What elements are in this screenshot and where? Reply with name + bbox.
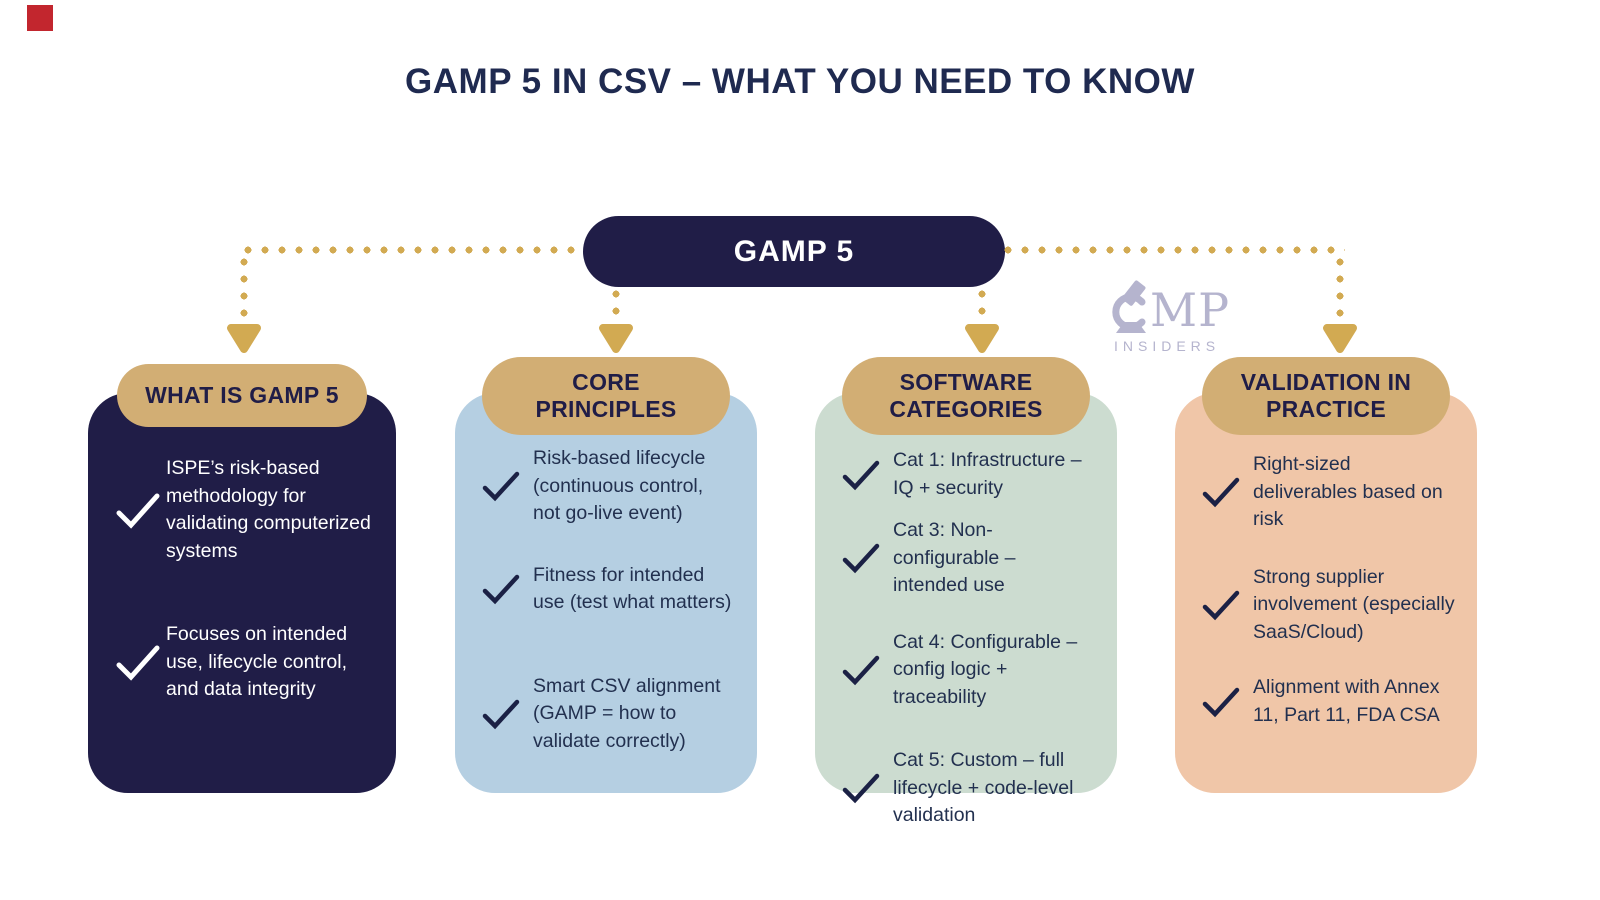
checkmark-icon <box>114 642 166 682</box>
dotted-connector-mid-left-vertical <box>612 290 620 320</box>
card-core-principles: CORE PRINCIPLES Risk-based lifecycle (co… <box>455 357 757 793</box>
dotted-connector-right-vertical <box>1336 258 1344 318</box>
card-software-categories: SOFTWARE CATEGORIES Cat 1: Infrastructur… <box>815 357 1117 826</box>
page-title: GAMP 5 IN CSV – WHAT YOU NEED TO KNOW <box>405 62 1195 101</box>
checkmark-icon <box>114 490 166 530</box>
list-item-text: Right-sized deliverables based on risk <box>1253 453 1443 530</box>
arrow-down-icon <box>1323 324 1357 353</box>
list-item-text: Strong supplier involvement (especially … <box>1253 565 1455 643</box>
list-item: Cat 5: Custom – full lifecycle + code-le… <box>841 747 1095 830</box>
checkmark-icon <box>481 697 533 731</box>
checkmark-icon <box>841 771 893 805</box>
list-item-text: Fitness for intended use (test what matt… <box>533 563 732 614</box>
dotted-connector-mid-right-vertical <box>978 290 986 320</box>
list-item-text: Alignment with Annex 11, Part 11, FDA CS… <box>1253 676 1440 726</box>
card-header-validation-in-practice: VALIDATION IN PRACTICE <box>1202 357 1450 435</box>
list-item-text: Focuses on intended use, lifecycle contr… <box>166 623 348 700</box>
list-item: Strong supplier involvement (especially … <box>1201 564 1455 647</box>
arrow-down-icon <box>227 324 261 353</box>
list-item: Cat 1: Infrastructure – IQ + security <box>841 447 1095 502</box>
checkmark-icon <box>481 572 533 606</box>
card-header-core-principles: CORE PRINCIPLES <box>482 357 730 435</box>
list-item: Cat 4: Configurable – config logic + tra… <box>841 629 1095 712</box>
card-header-software-categories: SOFTWARE CATEGORIES <box>842 357 1090 435</box>
microscope-icon <box>1112 280 1146 333</box>
list-item: Fitness for intended use (test what matt… <box>481 562 735 617</box>
checkmark-icon <box>481 469 533 503</box>
list-item-text: Cat 4: Configurable – config logic + tra… <box>893 630 1078 708</box>
gmp-insiders-watermark: MP INSIDERS <box>1100 280 1240 354</box>
checkmark-icon <box>1201 588 1253 622</box>
list-item: Risk-based lifecycle (continuous control… <box>481 445 735 528</box>
list-item: Smart CSV alignment (GAMP = how to valid… <box>481 673 735 756</box>
gamp5-root-label: GAMP 5 <box>733 234 855 268</box>
list-item: Focuses on intended use, lifecycle contr… <box>114 621 374 704</box>
list-item-text: Cat 3: Non-configurable – intended use <box>893 519 1016 596</box>
checkmark-icon <box>1201 685 1253 719</box>
list-item-text: Risk-based lifecycle (continuous control… <box>533 447 706 524</box>
checkmark-icon <box>1201 475 1253 509</box>
card-validation-in-practice: VALIDATION IN PRACTICE Right-sized deliv… <box>1175 357 1477 793</box>
card-header-what-is-gamp-5: WHAT IS GAMP 5 <box>117 364 367 427</box>
card-what-is-gamp-5: WHAT IS GAMP 5 ISPE’s risk-based methodo… <box>88 364 396 793</box>
dotted-connector-right-horizontal <box>1004 246 1345 254</box>
list-item: Alignment with Annex 11, Part 11, FDA CS… <box>1201 674 1455 729</box>
list-item: Cat 3: Non-configurable – intended use <box>841 517 1095 600</box>
corner-accent-square <box>27 5 53 31</box>
list-item: ISPE’s risk-based methodology for valida… <box>114 455 374 565</box>
list-item-text: Cat 1: Infrastructure – IQ + security <box>893 449 1082 499</box>
logo-text: MP <box>1150 283 1231 337</box>
checkmark-icon <box>841 541 893 575</box>
list-item: Right-sized deliverables based on risk <box>1201 451 1455 534</box>
dotted-connector-left-vertical <box>240 258 248 318</box>
gamp5-root-node: GAMP 5 <box>583 216 1005 287</box>
arrow-down-icon <box>965 324 999 353</box>
checkmark-icon <box>841 458 893 492</box>
list-item-text: Cat 5: Custom – full lifecycle + code-le… <box>893 749 1074 826</box>
checkmark-icon <box>841 653 893 687</box>
dotted-connector-left-horizontal <box>244 246 584 254</box>
logo-subtext: INSIDERS <box>1114 338 1221 354</box>
arrow-down-icon <box>599 324 633 353</box>
list-item-text: ISPE’s risk-based methodology for valida… <box>166 457 371 562</box>
list-item-text: Smart CSV alignment (GAMP = how to valid… <box>533 674 721 752</box>
